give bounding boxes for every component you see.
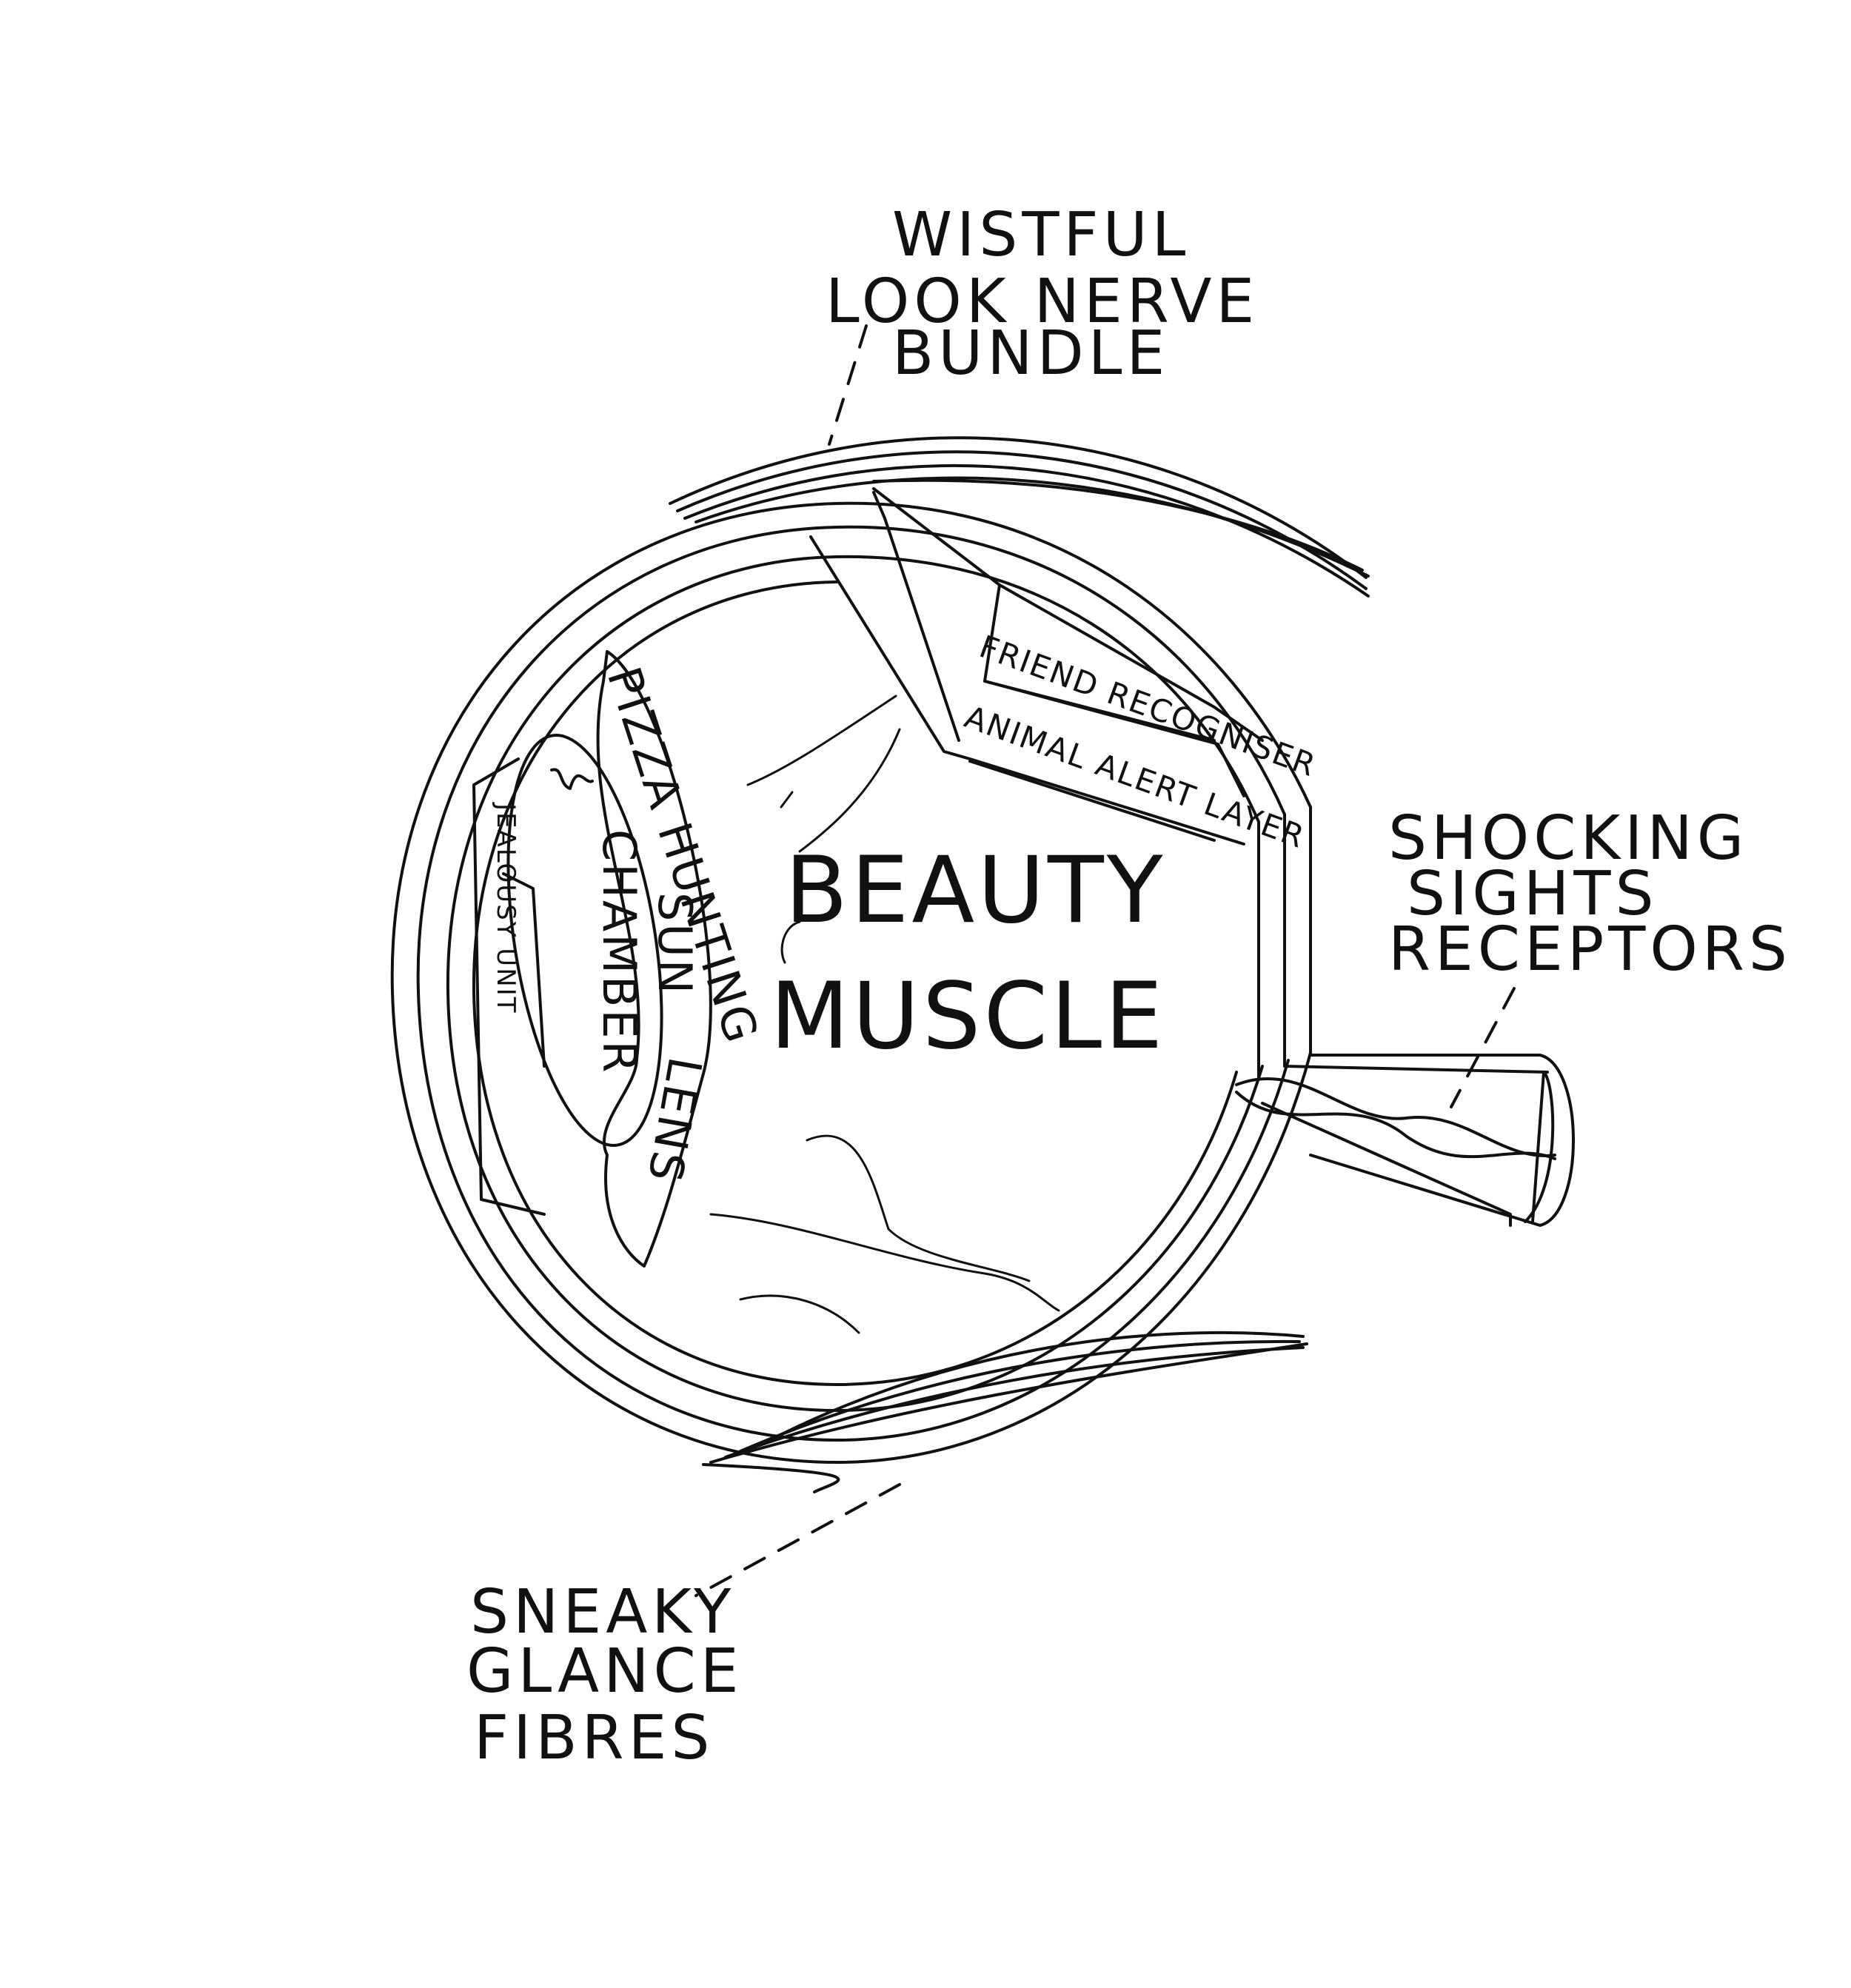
- svg-text:SIGHTS: SIGHTS: [1407, 859, 1658, 929]
- svg-text:BEAUTY: BEAUTY: [785, 837, 1166, 944]
- beauty-muscle-label: BEAUTY MUSCLE: [770, 837, 1166, 1070]
- retina-bands: [809, 487, 1264, 846]
- svg-text:SNEAKY: SNEAKY: [470, 1577, 735, 1647]
- svg-text:SHOCKING: SHOCKING: [1388, 803, 1748, 874]
- sun-label: SUN: [648, 892, 702, 996]
- lens-crescent: [596, 650, 712, 1268]
- svg-text:MUSCLE: MUSCLE: [770, 963, 1165, 1070]
- sneaky-glance-fibres-label: SNEAKY GLANCE FIBRES: [466, 1577, 743, 1773]
- svg-text:LOOK NERVE: LOOK NERVE: [826, 267, 1259, 337]
- shocking-sights-receptors-label: SHOCKING SIGHTS RECEPTORS: [1388, 803, 1792, 985]
- svg-text:GLANCE: GLANCE: [466, 1636, 743, 1707]
- jealousy-band: [472, 757, 594, 1216]
- chamber-label: CHAMBER: [592, 829, 646, 1075]
- svg-text:RECEPTORS: RECEPTORS: [1388, 914, 1792, 985]
- shocking-leader: [1450, 987, 1516, 1108]
- sun-chamber: [506, 734, 663, 1147]
- sneaky-leader: [694, 1483, 901, 1597]
- friend-recogniser-label: FRIEND RECOGNISER: [975, 628, 1322, 783]
- optic-nerve: [1235, 806, 1575, 1227]
- eyeball-outline: [390, 501, 1312, 1464]
- wistful-look-nerve-bundle-label: WISTFUL LOOK NERVE BUNDLE: [826, 200, 1259, 389]
- lens-label: LENS: [637, 1053, 712, 1188]
- wistful-leader: [828, 324, 868, 446]
- upper-muscle-fibres: [669, 436, 1370, 598]
- lower-muscle-fibres: [702, 1331, 1308, 1493]
- svg-text:BUNDLE: BUNDLE: [892, 318, 1169, 389]
- veins: [709, 695, 1060, 1334]
- svg-text:FIBRES: FIBRES: [474, 1703, 714, 1773]
- jealousy-unit-label: JEALOUSY UNIT: [491, 802, 521, 1014]
- svg-text:WISTFUL: WISTFUL: [892, 200, 1190, 270]
